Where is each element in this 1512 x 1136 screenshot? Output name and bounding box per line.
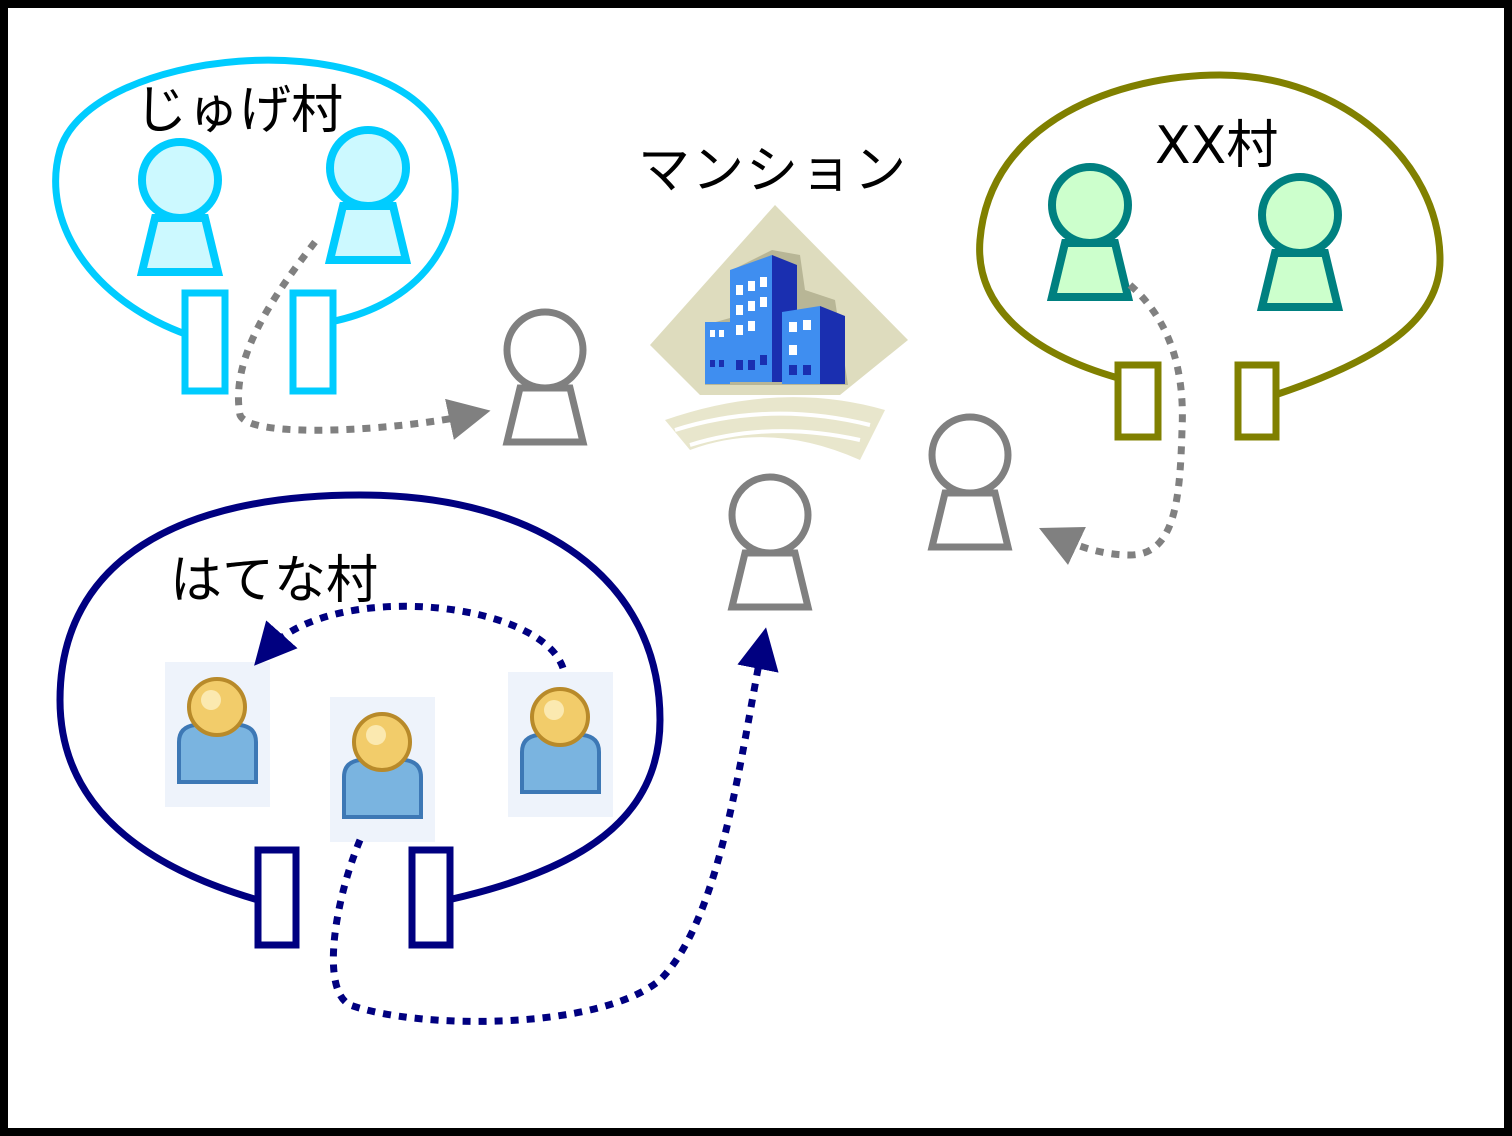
village-boundary [56,491,664,904]
village-boundary [976,71,1444,399]
village-boundary [52,56,459,339]
mansion-resident-icon [732,477,808,607]
mansion-resident-icon [507,312,583,442]
user-icon [328,695,437,844]
village-gate [1114,361,1162,441]
village-gate [254,846,300,949]
user-icon [506,670,615,819]
villager-icon [1262,177,1338,307]
village-gate [289,289,337,395]
village-label-jyuge: じゅげ村 [135,81,344,141]
apartment-building-icon [650,205,908,460]
village-label-xx: XX村 [1155,116,1279,176]
diagram-canvas: じゅげ村 XX村 はてな村 マンション [8,8,1504,1128]
move-arrow [1038,282,1186,565]
villager-icon [1052,167,1128,297]
village-jyuge [52,56,459,395]
user-icon [163,660,272,809]
mansion-resident-icon [932,417,1008,547]
village-gate [408,846,454,949]
village-gate [181,289,229,395]
villager-icon [142,142,218,272]
mansion-label: マンション [638,141,909,201]
move-arrow [235,239,491,440]
diagram-svg [52,56,1444,1025]
village-hatena [56,491,664,949]
village-xx [976,71,1444,441]
villager-icon [330,130,406,260]
village-gate [1234,361,1280,441]
move-arrow [254,602,567,670]
village-label-hatena: はてな村 [170,551,379,611]
